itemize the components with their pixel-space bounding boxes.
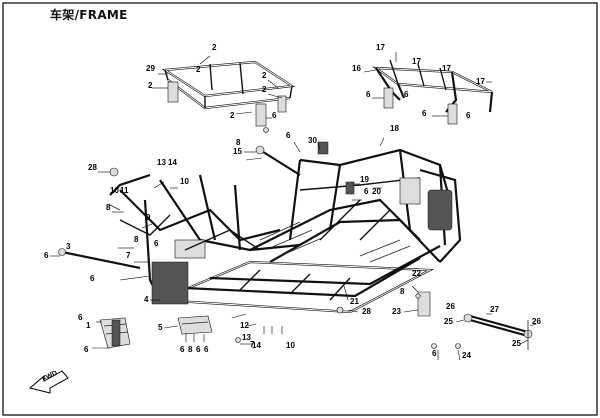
part-callout-25: 25 xyxy=(512,339,521,348)
part-callout-28: 28 xyxy=(88,163,97,172)
part-callout-2: 2 xyxy=(148,81,153,90)
part-callout-22: 22 xyxy=(412,269,421,278)
front-link-rod xyxy=(50,248,141,270)
part-callout-6: 6 xyxy=(432,349,437,358)
part-callout-29: 29 xyxy=(146,64,155,73)
part-callout-6: 6 xyxy=(466,111,471,120)
part-callout-17: 17 xyxy=(442,64,451,73)
part-callout-8: 8 xyxy=(400,287,405,296)
part-callout-17: 17 xyxy=(412,57,421,66)
part-callout-3: 3 xyxy=(66,242,71,251)
part-callout-11: 11 xyxy=(120,186,129,195)
front-direction-arrow xyxy=(28,370,69,394)
part-callout-13: 13 xyxy=(242,333,251,342)
part-callout-10: 10 xyxy=(180,177,189,186)
fasteners xyxy=(98,137,461,361)
part-callout-6: 6 xyxy=(90,274,95,283)
part-callout-10: 10 xyxy=(286,341,295,350)
part-callout-6: 6 xyxy=(364,187,369,196)
part-callout-27: 27 xyxy=(490,305,499,314)
part-callout-7: 7 xyxy=(250,340,255,349)
part-callout-24: 24 xyxy=(462,351,471,360)
part-callout-13: 13 xyxy=(157,158,166,167)
part-callout-5: 5 xyxy=(158,323,163,332)
part-callout-15: 15 xyxy=(233,147,242,156)
part-callout-6: 6 xyxy=(78,313,83,322)
main-frame xyxy=(109,141,462,314)
part-callout-6: 6 xyxy=(286,131,291,140)
part-callout-2: 2 xyxy=(230,111,235,120)
part-callout-6: 6 xyxy=(154,239,159,248)
part-callout-9: 9 xyxy=(146,213,151,222)
part-callout-2: 2 xyxy=(262,85,267,94)
part-callout-14: 14 xyxy=(252,341,261,350)
rear-link-rod xyxy=(455,313,537,350)
part-callout-28: 28 xyxy=(362,307,371,316)
bracket-22 xyxy=(403,285,431,317)
diagram-title: 车架/FRAME xyxy=(50,8,128,22)
lower-left-brackets xyxy=(92,315,213,349)
part-callout-8: 8 xyxy=(106,203,111,212)
part-callout-6: 6 xyxy=(422,109,427,118)
part-callout-17: 17 xyxy=(476,77,485,86)
rear-roll-bar-assembly xyxy=(363,52,494,125)
part-callout-6: 6 xyxy=(366,90,371,99)
part-callout-6: 6 xyxy=(44,251,49,260)
part-callout-2: 2 xyxy=(262,71,267,80)
part-callout-6: 6 xyxy=(404,90,409,99)
part-callout-14: 14 xyxy=(168,158,177,167)
part-callout-1: 1 xyxy=(86,321,91,330)
part-callout-6: 6 xyxy=(180,345,185,354)
part-callout-23: 23 xyxy=(392,307,401,316)
part-callout-18: 18 xyxy=(390,124,399,133)
part-callout-2: 2 xyxy=(212,43,217,52)
part-callout-2: 2 xyxy=(196,65,201,74)
part-callout-26: 26 xyxy=(532,317,541,326)
part-callout-19: 19 xyxy=(360,175,369,184)
part-callout-30: 30 xyxy=(308,136,317,145)
part-callout-7: 7 xyxy=(126,251,131,260)
part-callout-8: 8 xyxy=(134,235,139,244)
part-callout-20: 20 xyxy=(372,187,381,196)
part-callout-17: 17 xyxy=(376,43,385,52)
part-callout-6: 6 xyxy=(196,345,201,354)
part-callout-21: 21 xyxy=(350,297,359,306)
part-callout-10: 10 xyxy=(110,186,119,195)
part-callout-16: 16 xyxy=(352,64,361,73)
part-callout-6: 6 xyxy=(84,345,89,354)
part-callout-25: 25 xyxy=(444,317,453,326)
part-callout-4: 4 xyxy=(144,295,149,304)
part-callout-8: 8 xyxy=(236,138,241,147)
part-callout-6: 6 xyxy=(204,345,209,354)
part-callout-26: 26 xyxy=(446,302,455,311)
front-roll-bar-assembly xyxy=(152,55,296,133)
part-callout-12: 12 xyxy=(240,321,249,330)
part-callout-6: 6 xyxy=(272,111,277,120)
part-callout-8: 8 xyxy=(188,345,193,354)
